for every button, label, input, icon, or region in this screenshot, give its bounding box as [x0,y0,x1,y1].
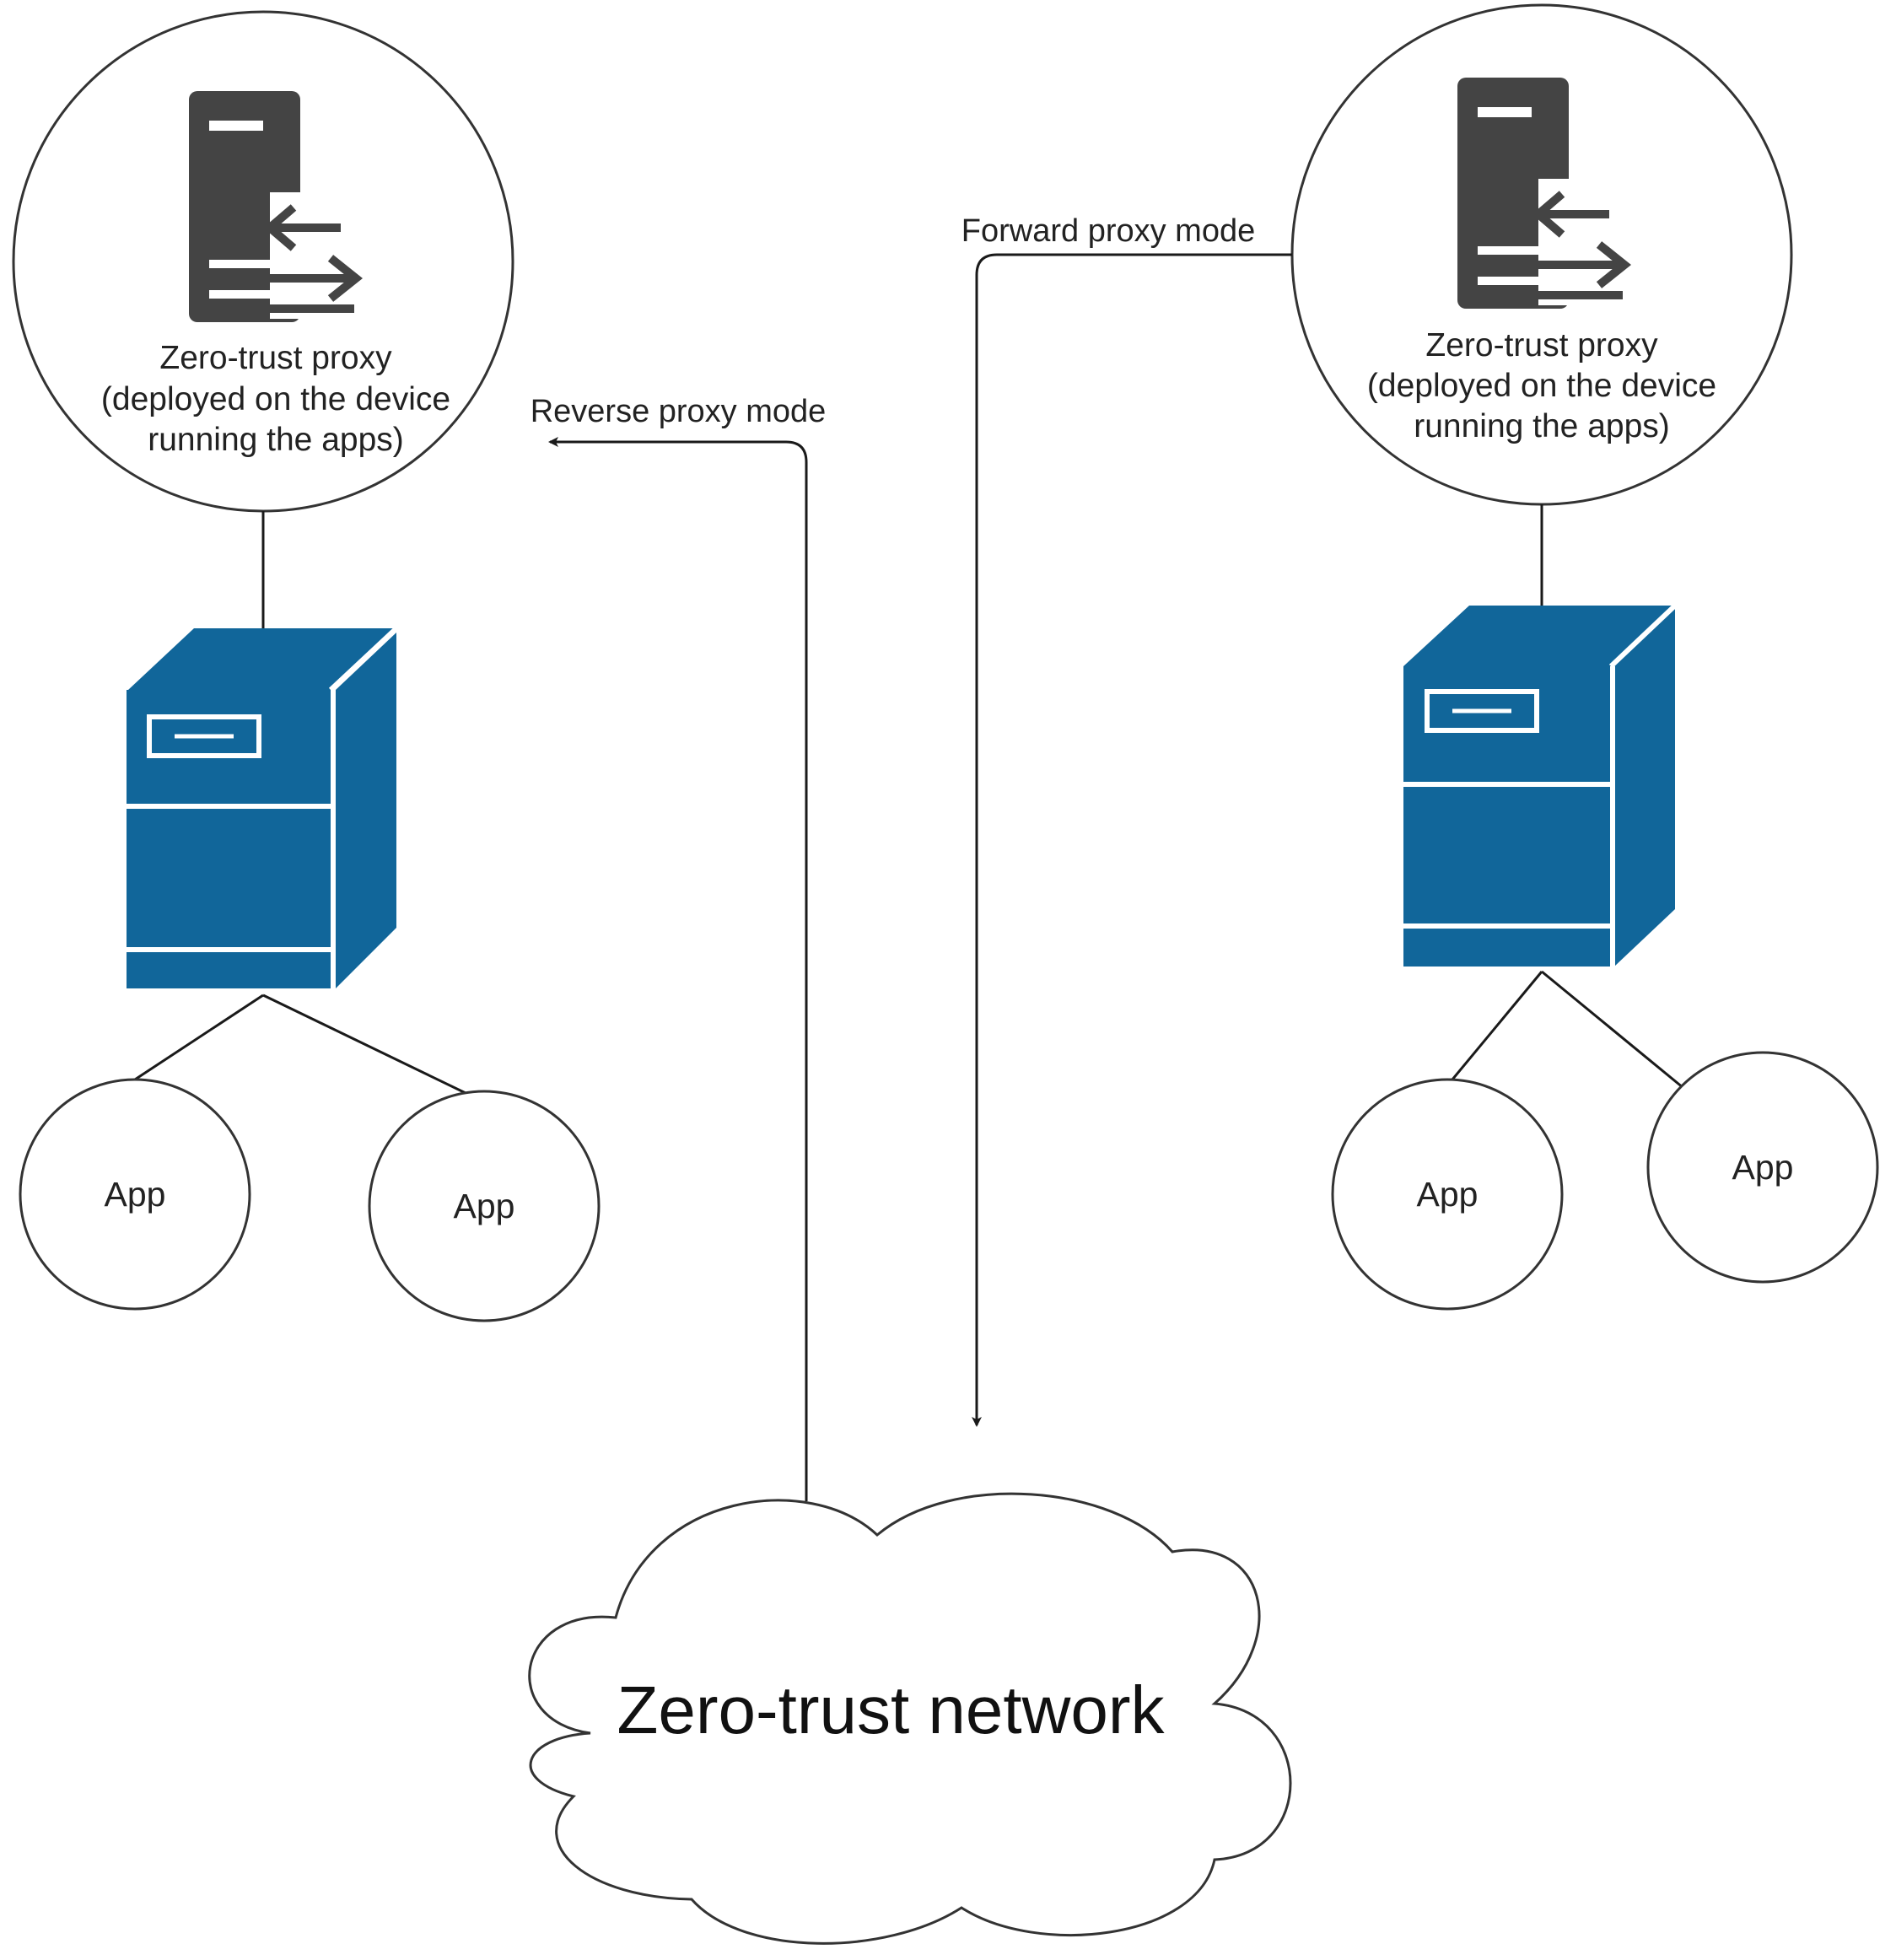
left-app-connector-1 [134,993,264,1081]
right-server [1403,603,1678,967]
zero-trust-network-cloud: Zero-trust network [528,1492,1292,1945]
left-app-2-label: App [454,1187,515,1225]
left-app-1-label: App [105,1175,166,1214]
left-proxy-label-line3: running the apps) [148,422,404,458]
right-app-1-label: App [1417,1175,1479,1214]
left-proxy-node: Zero-trust proxy (deployed on the device… [12,10,514,513]
forward-proxy-edge [972,253,1292,1427]
right-proxy-label-line3: running the apps) [1414,408,1670,444]
cloud-icon [528,1492,1292,1945]
left-app-2: App [368,1090,601,1322]
left-app-connector-2 [262,993,466,1095]
right-app-connector-2 [1541,970,1684,1090]
right-proxy-node: Zero-trust proxy (deployed on the device… [1290,3,1793,506]
server-tower-icon [127,626,399,988]
proxy-server-icon [1457,78,1632,309]
right-app-2: App [1646,1051,1879,1284]
right-app-1: App [1331,1078,1564,1311]
network-label: Zero-trust network [617,1672,1165,1747]
right-app-2-label: App [1732,1148,1794,1187]
forward-proxy-label: Forward proxy mode [961,213,1255,249]
right-proxy-label-line1: Zero-trust proxy [1425,327,1658,363]
left-app-1: App [19,1078,251,1311]
proxy-server-icon [189,91,364,322]
right-proxy-label-line2: (deployed on the device [1367,368,1716,404]
server-tower-icon [1403,603,1678,967]
left-proxy-label-line2: (deployed on the device [101,381,450,417]
left-server [127,626,399,988]
right-app-connector-1 [1451,971,1543,1080]
reverse-proxy-label: Reverse proxy mode [531,394,827,429]
left-proxy-label-line1: Zero-trust proxy [159,340,392,376]
reverse-proxy-edge [548,437,808,1501]
